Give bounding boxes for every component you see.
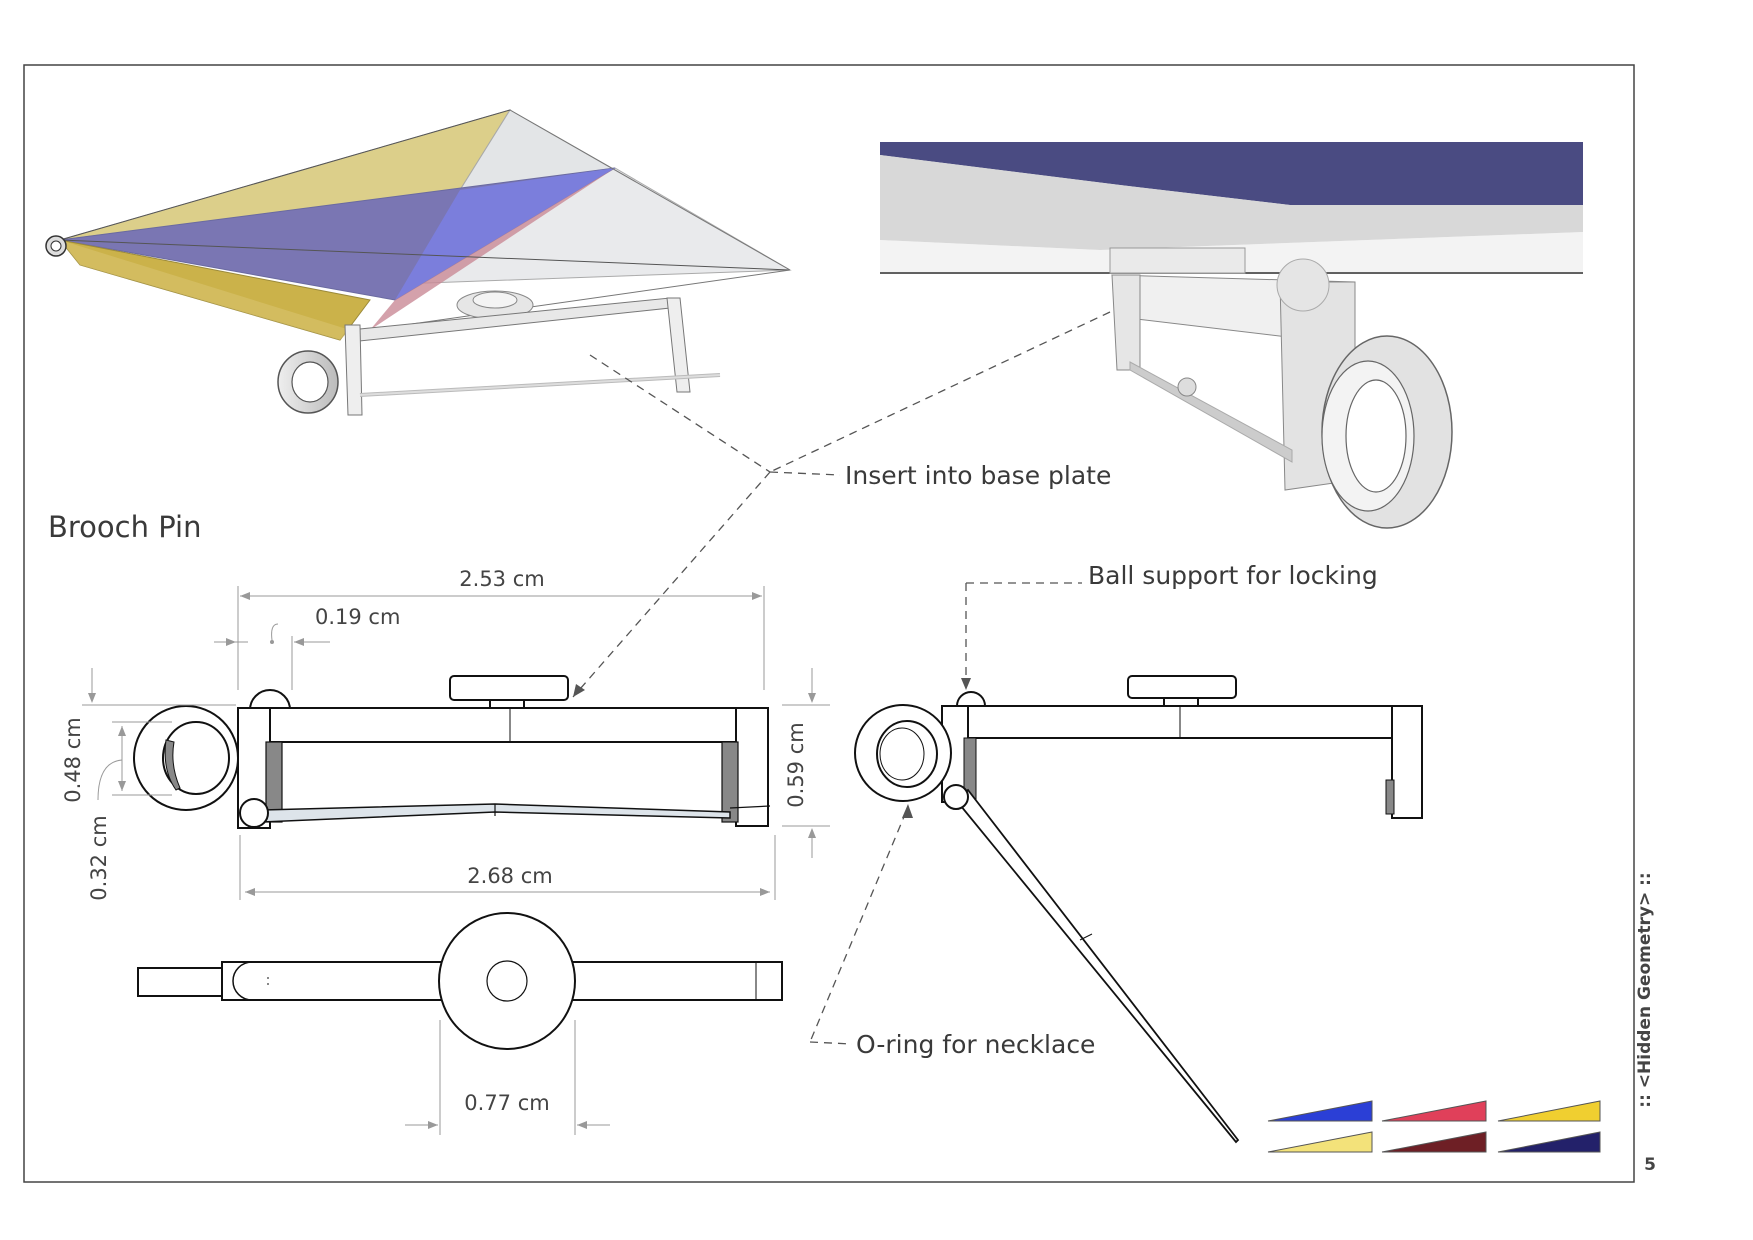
side-view-open <box>133 675 771 829</box>
sheet-border <box>23 64 1635 1183</box>
ball-arrowhead <box>961 678 971 690</box>
color-swatches <box>1267 1100 1601 1153</box>
callout-oring: O-ring for necklace <box>856 1030 1095 1059</box>
oring-leader <box>809 811 907 1045</box>
dimension-lines-left <box>82 586 830 900</box>
callout-ball: Ball support for locking <box>1088 561 1378 590</box>
insert-leader-lines <box>572 311 1111 698</box>
oring-arrowhead <box>902 804 913 818</box>
swatch-pale-yellow <box>1267 1131 1373 1153</box>
dim-top-length: 2.53 cm <box>459 567 544 591</box>
insert-arrowhead <box>573 684 585 697</box>
perspective-render-brooch <box>45 109 792 416</box>
dim-right-height: 0.59 cm <box>784 722 808 807</box>
swatch-maroon <box>1381 1131 1487 1153</box>
ball-leader <box>965 582 1082 680</box>
dim-disc-diameter: 0.77 cm <box>464 1091 549 1115</box>
view-title: Brooch Pin <box>48 510 202 544</box>
side-view-closed <box>854 675 1423 1144</box>
dim-left-height: 0.48 cm <box>61 717 85 802</box>
swatch-blue <box>1267 1100 1373 1122</box>
dim-bottom-length: 2.68 cm <box>467 864 552 888</box>
swatch-red <box>1381 1100 1487 1122</box>
detail-render-clasp <box>880 142 1583 529</box>
swatch-navy <box>1497 1131 1601 1153</box>
series-label: :: <Hidden Geometry> :: <box>1635 872 1655 1107</box>
dim-ring-offset: 0.32 cm <box>87 815 111 900</box>
dimension-arrowheads-bottom <box>428 1121 587 1129</box>
callout-insert: Insert into base plate <box>845 461 1111 490</box>
page-number: 5 <box>1644 1155 1656 1175</box>
dim-ball-offset: 0.19 cm <box>315 605 400 629</box>
swatch-yellow <box>1497 1100 1601 1122</box>
dimension-arrowheads-left <box>88 592 816 896</box>
leader-dot <box>270 640 274 644</box>
top-view <box>137 912 783 1050</box>
